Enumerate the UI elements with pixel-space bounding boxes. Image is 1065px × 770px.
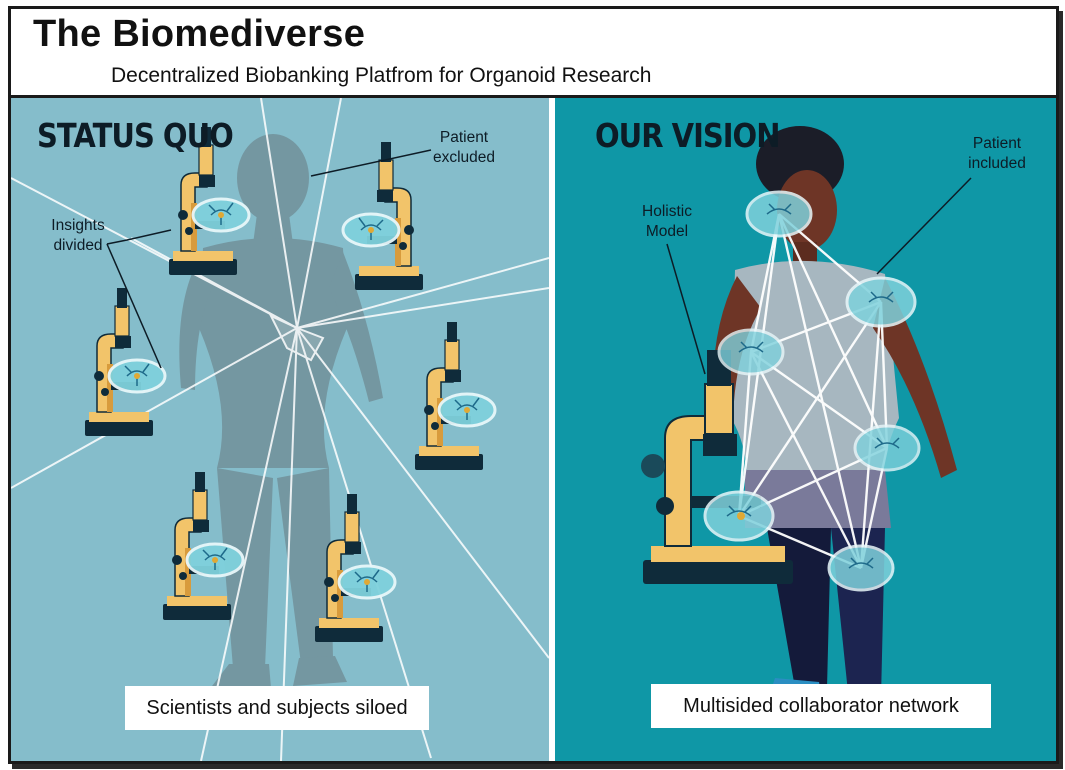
figure-subtitle: Decentralized Biobanking Platfrom for Or… [111,64,652,87]
label-leader-lines [106,149,432,369]
shatter-cracks [11,98,549,761]
status-quo-caption: Scientists and subjects siloed [125,686,429,730]
petri-dish-2 [845,276,917,328]
figure-frame: The Biomediverse Decentralized Biobankin… [8,6,1059,764]
our-vision-caption: Multisided collaborator network [651,684,991,728]
petri-dish-4 [853,424,921,472]
holistic-model-label: Holistic Model [642,203,692,240]
header: The Biomediverse Decentralized Biobankin… [11,9,1056,98]
microscope-4 [413,320,497,472]
our-vision-panel: OUR VISION Patient included Holistic Mod… [555,98,1056,761]
our-vision-heading: OUR VISION [595,116,780,156]
petri-dish-3 [717,328,785,376]
petri-dish-5 [703,490,775,542]
microscope-3 [83,286,167,438]
status-quo-illustration [11,98,549,761]
petri-dish-6 [827,544,895,592]
microscope-2 [341,140,425,292]
patient-included-label: Patient included [968,135,1026,172]
status-quo-panel: STATUS QUO Patient excluded Insights div… [11,98,549,761]
petri-dish-1 [745,190,813,238]
label-leader-lines [666,177,972,375]
our-vision-illustration [641,126,972,724]
figure-title: The Biomediverse [33,13,366,55]
panel-divider [549,98,555,761]
status-quo-heading: STATUS QUO [37,116,234,156]
patient-excluded-label: Patient excluded [432,129,496,166]
insights-divided-label: Insights divided [51,217,105,254]
